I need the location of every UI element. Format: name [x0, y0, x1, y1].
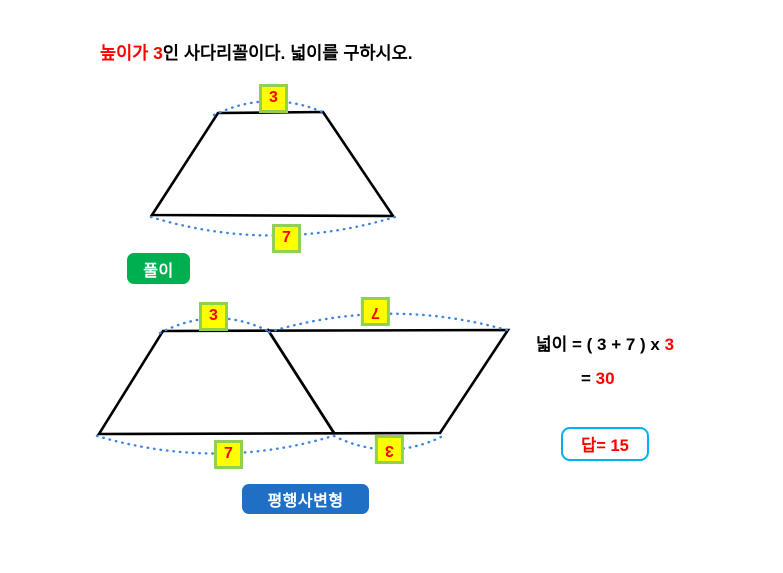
solution-button[interactable]: 풀이: [127, 253, 190, 284]
area-formula-height: 3: [664, 335, 675, 354]
parallelogram-bottom-right-measure-guide: [332, 434, 445, 451]
problem-rest: 인 사다리꼴이다. 넓이를 구하시오.: [162, 43, 413, 63]
area-result-line: = 30: [581, 369, 615, 389]
area-formula-prefix: 넓이 = ( 3 + 7 ) x: [536, 335, 665, 354]
shape-name-button[interactable]: 평행사변형: [242, 484, 369, 514]
parallelogram-inner-edge: [266, 328, 336, 435]
parallelogram-top-left-length-label: 3: [199, 302, 228, 331]
problem-highlight: 높이가 3: [100, 43, 163, 63]
trapezoid-bottom-length-label: 7: [272, 224, 301, 253]
parallelogram-bottom-right-length-label: 3: [375, 435, 404, 464]
parallelogram-bottom-left-length-label: 7: [214, 440, 243, 469]
parallelogram-bottom-left-measure-guide: [95, 434, 335, 455]
trapezoid-top-length-label: 3: [259, 84, 288, 113]
final-answer-box: 답= 15: [561, 427, 649, 461]
trapezoid-shape: [149, 110, 396, 218]
area-result-value: 30: [595, 369, 615, 388]
parallelogram-top-right-length-label: 7: [361, 297, 390, 326]
area-result-prefix: =: [581, 369, 596, 388]
problem-statement: 높이가 3인 사다리꼴이다. 넓이를 구하시오.: [100, 40, 413, 65]
area-formula-line: 넓이 = ( 3 + 7 ) x 3: [536, 330, 674, 355]
parallelogram-shape: [96, 328, 511, 436]
